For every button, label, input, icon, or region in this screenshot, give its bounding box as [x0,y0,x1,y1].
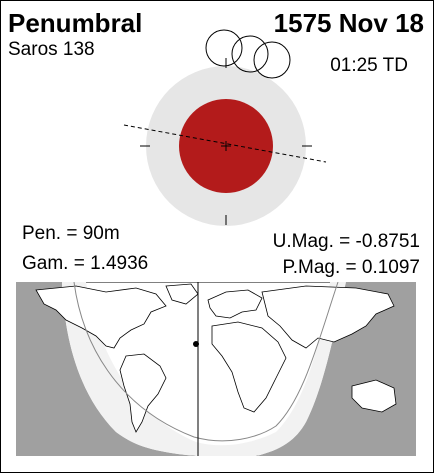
greenland [165,283,199,305]
continent-outlines [35,283,397,433]
moon-at-greatest-eclipse [231,35,269,73]
moon-positions [205,29,291,79]
sub-lunar-point [193,341,199,347]
asia [261,285,395,349]
moon-path-line [123,124,327,163]
contact-curves [73,282,339,442]
saros-label: Saros 138 [8,39,95,60]
south-america [119,353,167,433]
europe [207,289,263,319]
night-region-east [256,282,416,456]
visibility-world-map [16,282,416,456]
north-america [35,285,167,349]
moon-at-last-contact [253,41,291,79]
eclipse-geometry-diagram [123,29,327,226]
night-region-west [16,282,196,456]
eclipse-date: 1575 Nov 18 [273,8,424,38]
eclipse-time: 01:25 TD [330,55,408,76]
africa [211,321,287,413]
gamma-value: Gam. = 1.4936 [22,253,149,274]
australia [351,379,397,413]
umbral-magnitude: U.Mag. = -0.8751 [272,231,420,252]
penumbral-magnitude: P.Mag. = 0.1097 [282,257,420,278]
eclipse-type-title: Penumbral [8,8,143,38]
penumbral-duration: Pen. = 90m [22,223,120,244]
moon-at-first-contact [205,29,243,67]
